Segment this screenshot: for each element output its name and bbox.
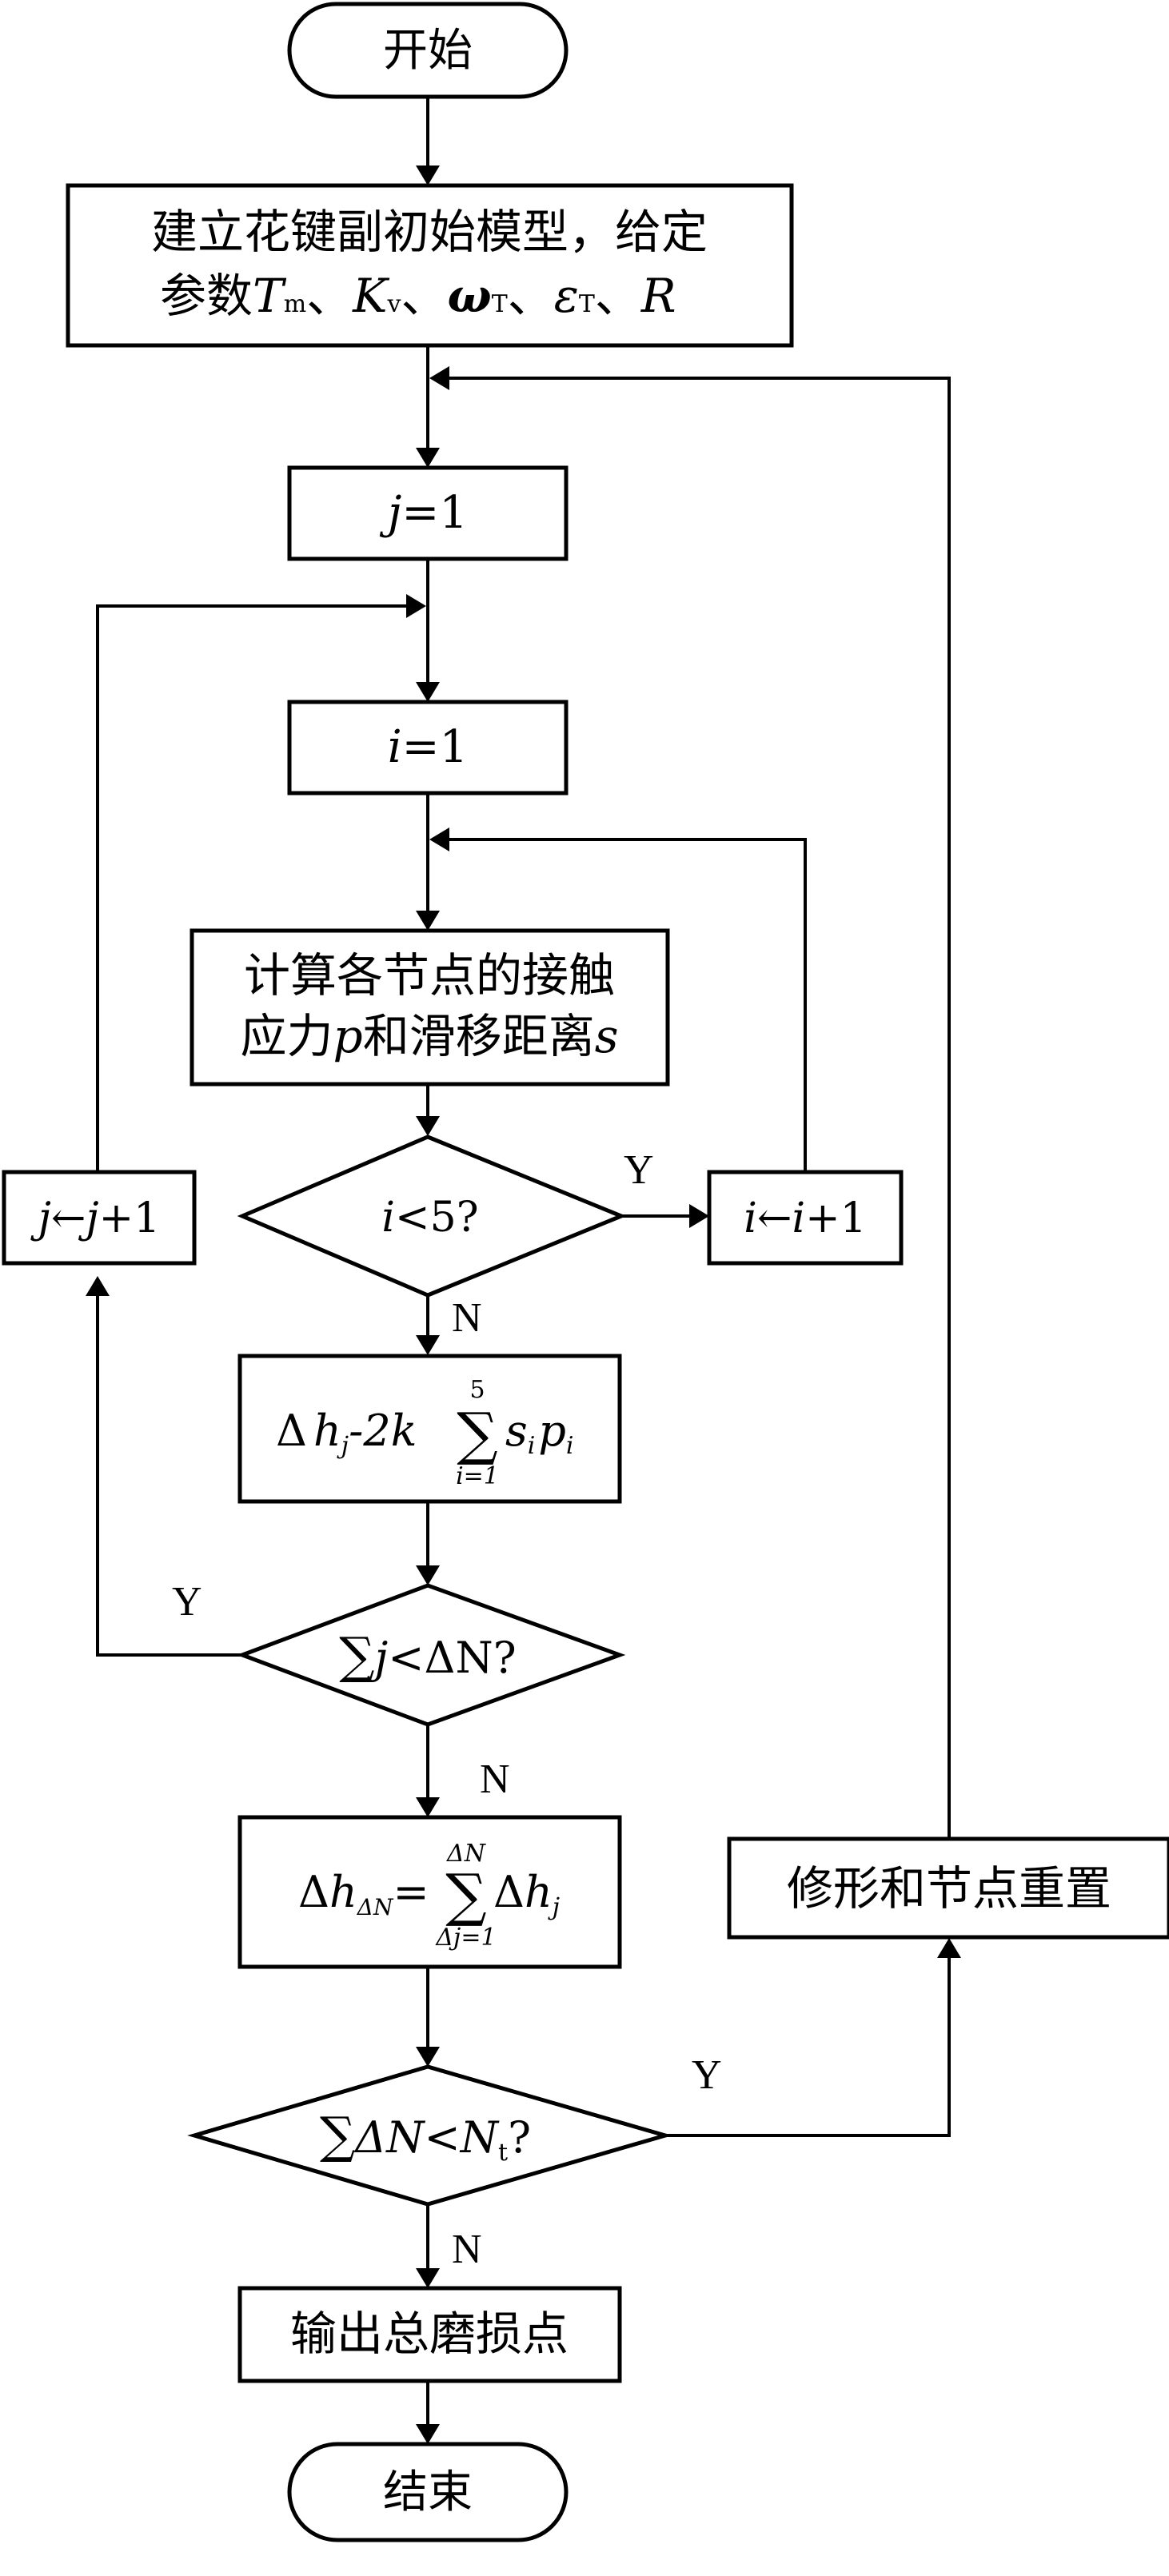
arrowhead (416, 1116, 440, 1136)
label-cond-i-yes: Y (624, 1147, 654, 1193)
decision-i-label: i<5? (381, 1194, 478, 1242)
i-increment-box: i←i+1 (707, 1170, 904, 1266)
arrowhead (406, 594, 426, 618)
arrowhead (86, 1276, 110, 1296)
j-increment-box: j←j+1 (2, 1170, 197, 1266)
svg-text:i=1: i=1 (456, 1462, 499, 1490)
label-cond-sumj-no: N (480, 1757, 510, 1802)
arrowhead (416, 2047, 440, 2067)
svg-text:Δj=1: Δj=1 (435, 1924, 496, 1952)
decision-total: ∑ΔN<Nt? (187, 2064, 672, 2207)
init-text-line1: 建立花键副初始模型，给定 (151, 205, 708, 259)
svg-text:Δhj: Δhj (493, 1867, 560, 1921)
compute-box: 计算各节点的接触 应力p和滑移距离s (190, 928, 670, 1087)
arrowhead (429, 827, 449, 851)
modify-reset-box: 修形和节点重置 (727, 1836, 1169, 1940)
label-cond-i-no: N (452, 1295, 482, 1341)
i-init-label: i=1 (388, 721, 468, 773)
svg-text:5: 5 (469, 1376, 485, 1404)
i-increment-label: i←i+1 (744, 1194, 867, 1242)
decision-sum-j: ∑j<ΔN? (236, 1583, 626, 1727)
compute-text-line1: 计算各节点的接触 (244, 948, 615, 1003)
start-node: 开始 (287, 2, 569, 99)
decision-sum-j-label: ∑j<ΔN? (339, 1626, 516, 1685)
arrowhead (416, 1335, 440, 1355)
init-text-line2: 参数Tm、Kv、ωT、εT、R (160, 269, 676, 323)
svg-text:sipi: sipi (505, 1406, 574, 1460)
j-increment-label: j←j+1 (30, 1194, 160, 1242)
total-wear-formula: ΔhΔN= ∑ ΔN Δj=1 Δhj (298, 1840, 560, 1952)
modify-reset-label: 修形和节点重置 (787, 1861, 1111, 1916)
edge-i-increment-loop (449, 838, 807, 1172)
svg-text:ΔhΔN=: ΔhΔN= (298, 1867, 429, 1920)
j-init-box: j=1 (287, 465, 569, 561)
label-cond-total-yes: Y (692, 2052, 722, 2098)
end-label: 结束 (383, 2466, 473, 2518)
arrowhead (416, 165, 440, 185)
decision-i-less-5: i<5? (237, 1134, 627, 1298)
total-wear-box: ΔhΔN= ∑ ΔN Δj=1 Δhj (237, 1815, 622, 1969)
svg-text:Δhj-2k: Δhj-2k (276, 1406, 417, 1460)
arrowhead (416, 1565, 440, 1585)
i-init-box: i=1 (287, 700, 569, 796)
start-label: 开始 (383, 25, 473, 77)
decision-total-label: ∑ΔN<Nt? (320, 2106, 531, 2167)
svg-text:ΔN: ΔN (446, 1840, 487, 1868)
connectors (86, 98, 961, 2444)
arrowhead (689, 1204, 709, 1228)
edge-modify-loop (449, 377, 951, 1839)
j-init-label: j=1 (379, 487, 468, 539)
arrowhead (416, 682, 440, 702)
arrowhead (416, 1797, 440, 1817)
sigma-symbol: ∑ (445, 1861, 486, 1928)
arrowhead (416, 2424, 440, 2444)
arrowhead (937, 1938, 961, 1958)
end-node: 结束 (287, 2442, 569, 2542)
compute-text-line2: 应力p和滑移距离s (241, 1009, 619, 1063)
init-model-box: 建立花键副初始模型，给定 参数Tm、Kv、ωT、εT、R (66, 183, 794, 348)
arrowhead (416, 2268, 440, 2288)
label-cond-sumj-yes: Y (172, 1579, 202, 1625)
arrowhead (429, 366, 449, 390)
edge-cond-sumj-yes (96, 1296, 242, 1657)
edge-cond-total-yes (665, 1958, 951, 2137)
arrowhead (416, 911, 440, 931)
sigma-symbol: ∑ (457, 1400, 497, 1467)
output-label: 输出总磨损点 (290, 2307, 569, 2361)
output-box: 输出总磨损点 (237, 2286, 622, 2383)
arrowhead (416, 448, 440, 468)
label-cond-total-no: N (452, 2227, 482, 2272)
edge-j-increment-loop (96, 604, 406, 1172)
